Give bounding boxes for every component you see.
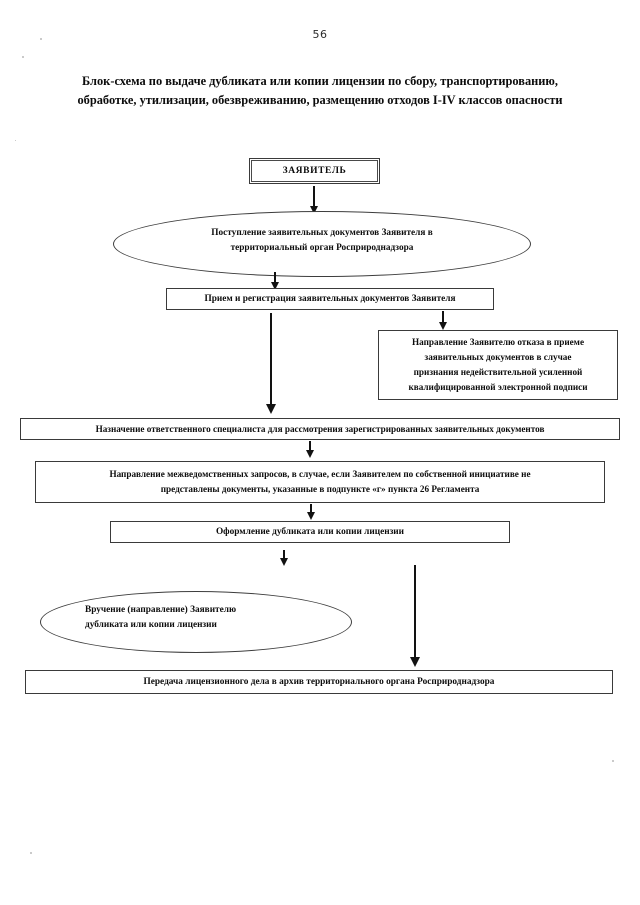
- arrowhead-duplicate-archive: [410, 657, 420, 667]
- scan-artifact: [40, 38, 42, 40]
- node-applicant-label: ЗАЯВИТЕЛЬ: [282, 166, 347, 176]
- node-registration: Прием и регистрация заявительных докумен…: [166, 288, 494, 310]
- node-applicant: ЗАЯВИТЕЛЬ: [249, 158, 380, 184]
- node-archive: Передача лицензионного дела в архив терр…: [25, 670, 613, 694]
- scan-artifact: [22, 56, 24, 58]
- connector-registration-refusal: [442, 311, 444, 326]
- node-delivery: Вручение (направление) Заявителю дублика…: [40, 591, 352, 653]
- node-submission-line2: территориальный орган Росприроднадзора: [230, 243, 414, 253]
- node-submission: Поступление заявительных документов Заяв…: [113, 211, 531, 277]
- connector-submission-registration: [274, 272, 276, 285]
- connector-duplicate-delivery: [283, 550, 285, 562]
- arrowhead-submission-registration: [271, 282, 279, 290]
- node-assignment-label: Назначение ответственного специалиста дл…: [95, 424, 545, 434]
- node-interagency: Направление межведомственных запросов, в…: [35, 461, 605, 503]
- node-delivery-line1: Вручение (направление) Заявителю: [85, 605, 237, 615]
- node-refusal: Направление Заявителю отказа в приеме за…: [378, 330, 618, 400]
- page-title: Блок-схема по выдаче дубликата или копии…: [77, 74, 563, 107]
- arrowhead-assignment-interagency: [306, 450, 314, 458]
- connector-duplicate-archive: [414, 565, 416, 663]
- node-interagency-line1: Направление межведомственных запросов, в…: [109, 469, 531, 479]
- node-delivery-line2: дубликата или копии лицензии: [85, 620, 217, 630]
- node-submission-line1: Поступление заявительных документов Заяв…: [211, 228, 433, 238]
- node-refusal-line1: Направление Заявителю отказа в приеме: [411, 337, 585, 347]
- node-issue-duplicate: Оформление дубликата или копии лицензии: [110, 521, 510, 543]
- scan-artifact: [612, 760, 614, 762]
- connector-assignment-interagency: [309, 441, 311, 454]
- connector-registration-assignment: [270, 313, 272, 411]
- node-issue-duplicate-label: Оформление дубликата или копии лицензии: [215, 527, 405, 537]
- arrowhead-interagency-duplicate: [307, 512, 315, 520]
- arrowhead-duplicate-delivery: [280, 558, 288, 566]
- scan-artifact: [15, 140, 16, 141]
- node-interagency-line2: представлены документы, указанные в подп…: [160, 484, 480, 494]
- node-refusal-line3: признания недействительной усиленной: [413, 367, 583, 377]
- arrowhead-registration-refusal: [439, 322, 447, 330]
- arrowhead-applicant-submission: [310, 206, 318, 214]
- connector-applicant-submission: [313, 186, 315, 208]
- node-refusal-line2: заявительных документов в случае: [424, 352, 572, 362]
- arrowhead-registration-assignment: [266, 404, 276, 414]
- node-refusal-line4: квалифицированной электронной подписи: [408, 382, 588, 392]
- node-archive-label: Передача лицензионного дела в архив терр…: [143, 677, 495, 687]
- scan-artifact: [30, 852, 32, 854]
- node-assignment: Назначение ответственного специалиста дл…: [20, 418, 620, 440]
- node-registration-label: Прием и регистрация заявительных докумен…: [204, 294, 456, 304]
- connector-interagency-duplicate: [310, 504, 312, 517]
- page-number: 56: [312, 28, 328, 41]
